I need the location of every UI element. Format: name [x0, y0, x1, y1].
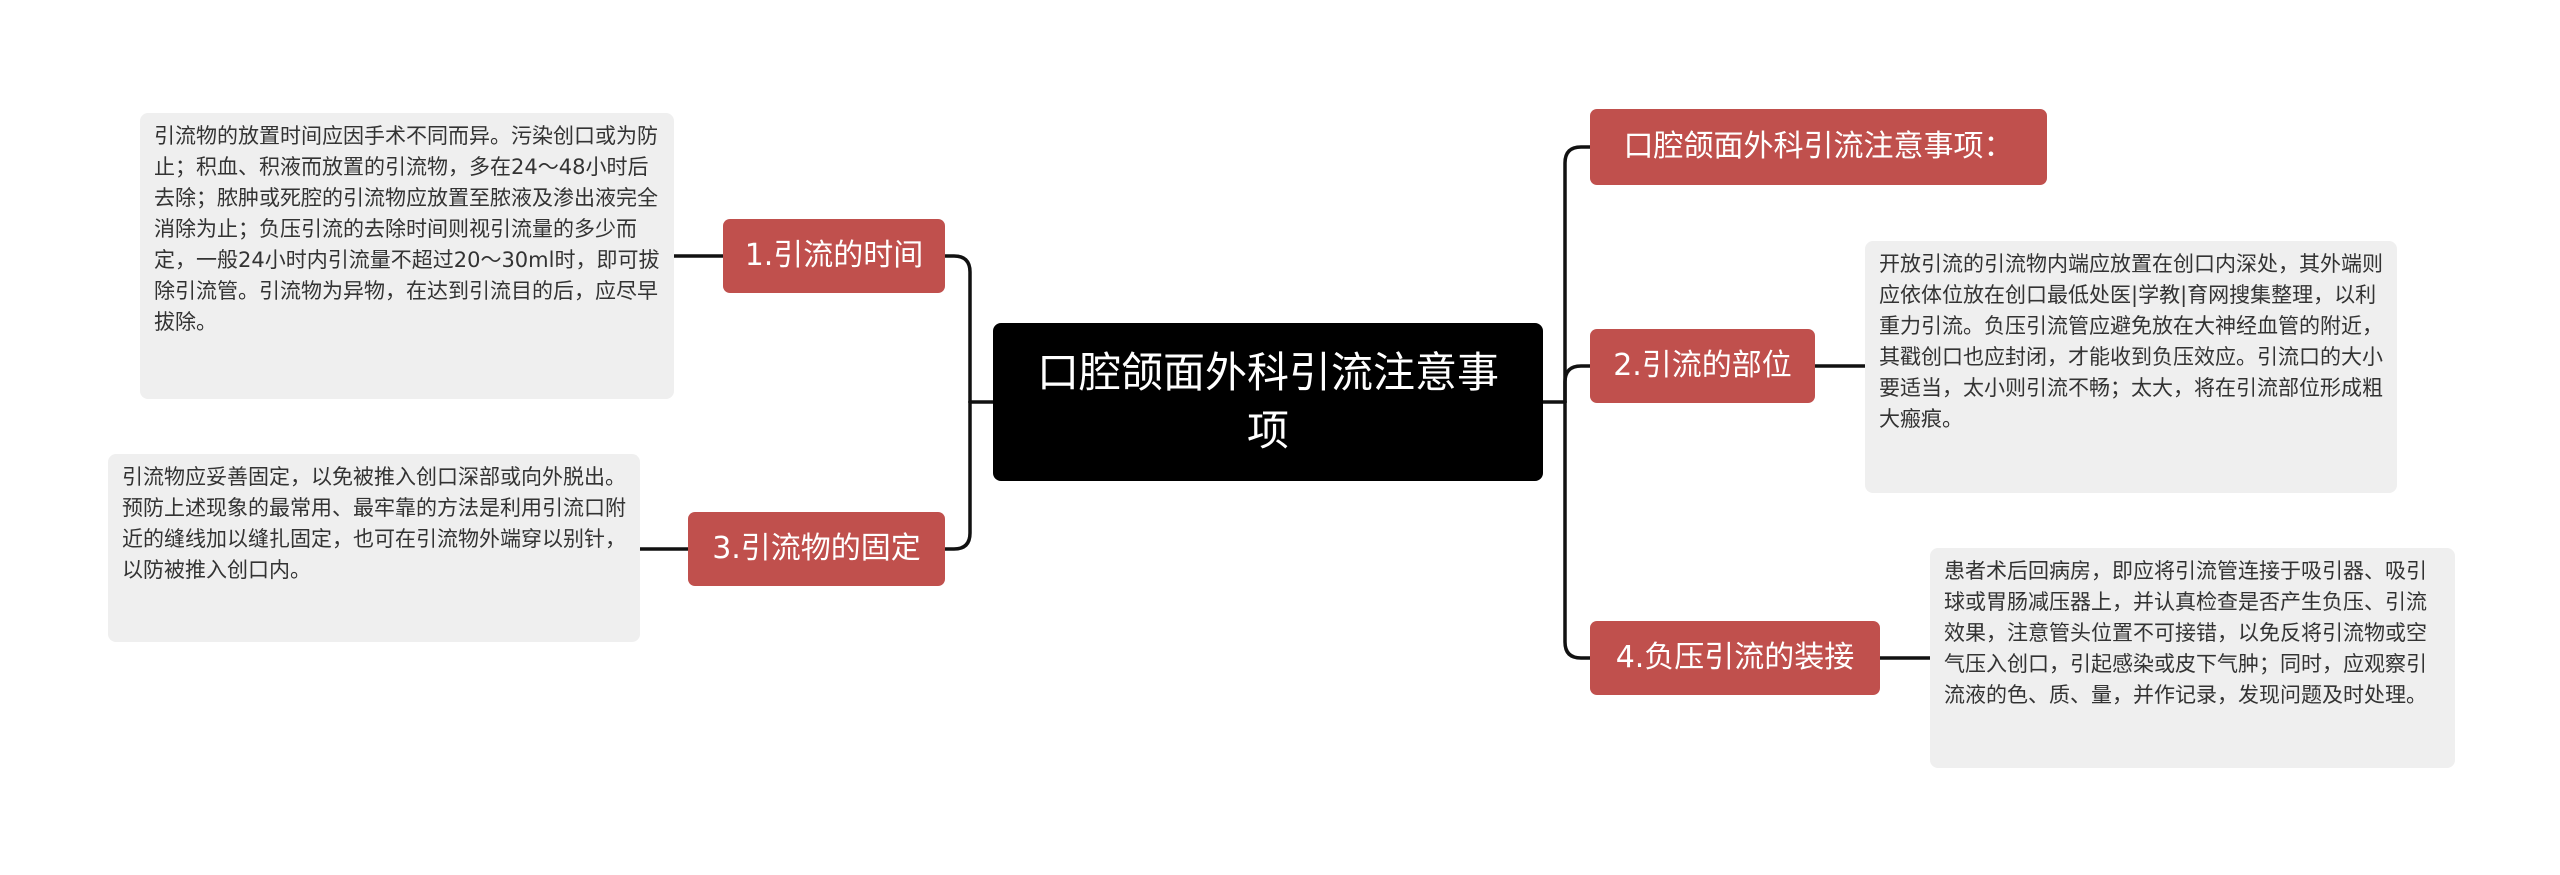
connector-right-4	[1563, 400, 1592, 660]
note-drainage-location: 开放引流的引流物内端应放置在创口内深处，其外端则应依体位放在创口最低处医|学教|…	[1865, 241, 2397, 493]
connector-right-2	[1563, 364, 1592, 404]
connector-right-1	[1563, 145, 1592, 404]
branch-label: 口腔颌面外科引流注意事项：	[1623, 129, 2014, 164]
central-topic-title: 口腔颌面外科引流注意事项	[1036, 348, 1499, 455]
connector-left-3	[943, 400, 972, 551]
note-drainage-timing: 引流物的放置时间应因手术不同而异。污染创口或为防止；积血、积液而放置的引流物，多…	[140, 113, 674, 399]
connector-left-1	[943, 254, 972, 404]
note-negative-pressure: 患者术后回病房，即应将引流管连接于吸引器、吸引球或胃肠减压器上，并认真检查是否产…	[1930, 548, 2455, 768]
branch-precautions-heading[interactable]: 口腔颌面外科引流注意事项：	[1590, 109, 2047, 185]
note-drain-fixation: 引流物应妥善固定，以免被推入创口深部或向外脱出。预防上述现象的最常用、最牢靠的方…	[108, 454, 640, 642]
note-text: 患者术后回病房，即应将引流管连接于吸引器、吸引球或胃肠减压器上，并认真检查是否产…	[1944, 559, 2427, 707]
branch-drainage-location[interactable]: 2.引流的部位	[1590, 329, 1815, 403]
note-text: 引流物应妥善固定，以免被推入创口深部或向外脱出。预防上述现象的最常用、最牢靠的方…	[122, 465, 626, 582]
branch-label: 3.引流物的固定	[712, 531, 921, 566]
note-text: 引流物的放置时间应因手术不同而异。污染创口或为防止；积血、积液而放置的引流物，多…	[154, 124, 660, 334]
central-topic[interactable]: 口腔颌面外科引流注意事项	[993, 323, 1543, 481]
branch-label: 1.引流的时间	[744, 238, 924, 273]
branch-label: 4.负压引流的装接	[1615, 640, 1855, 675]
branch-drain-fixation[interactable]: 3.引流物的固定	[688, 512, 945, 586]
branch-drainage-timing[interactable]: 1.引流的时间	[723, 219, 945, 293]
branch-label: 2.引流的部位	[1613, 348, 1792, 383]
branch-negative-pressure[interactable]: 4.负压引流的装接	[1590, 621, 1880, 695]
note-text: 开放引流的引流物内端应放置在创口内深处，其外端则应依体位放在创口最低处医|学教|…	[1879, 252, 2383, 431]
